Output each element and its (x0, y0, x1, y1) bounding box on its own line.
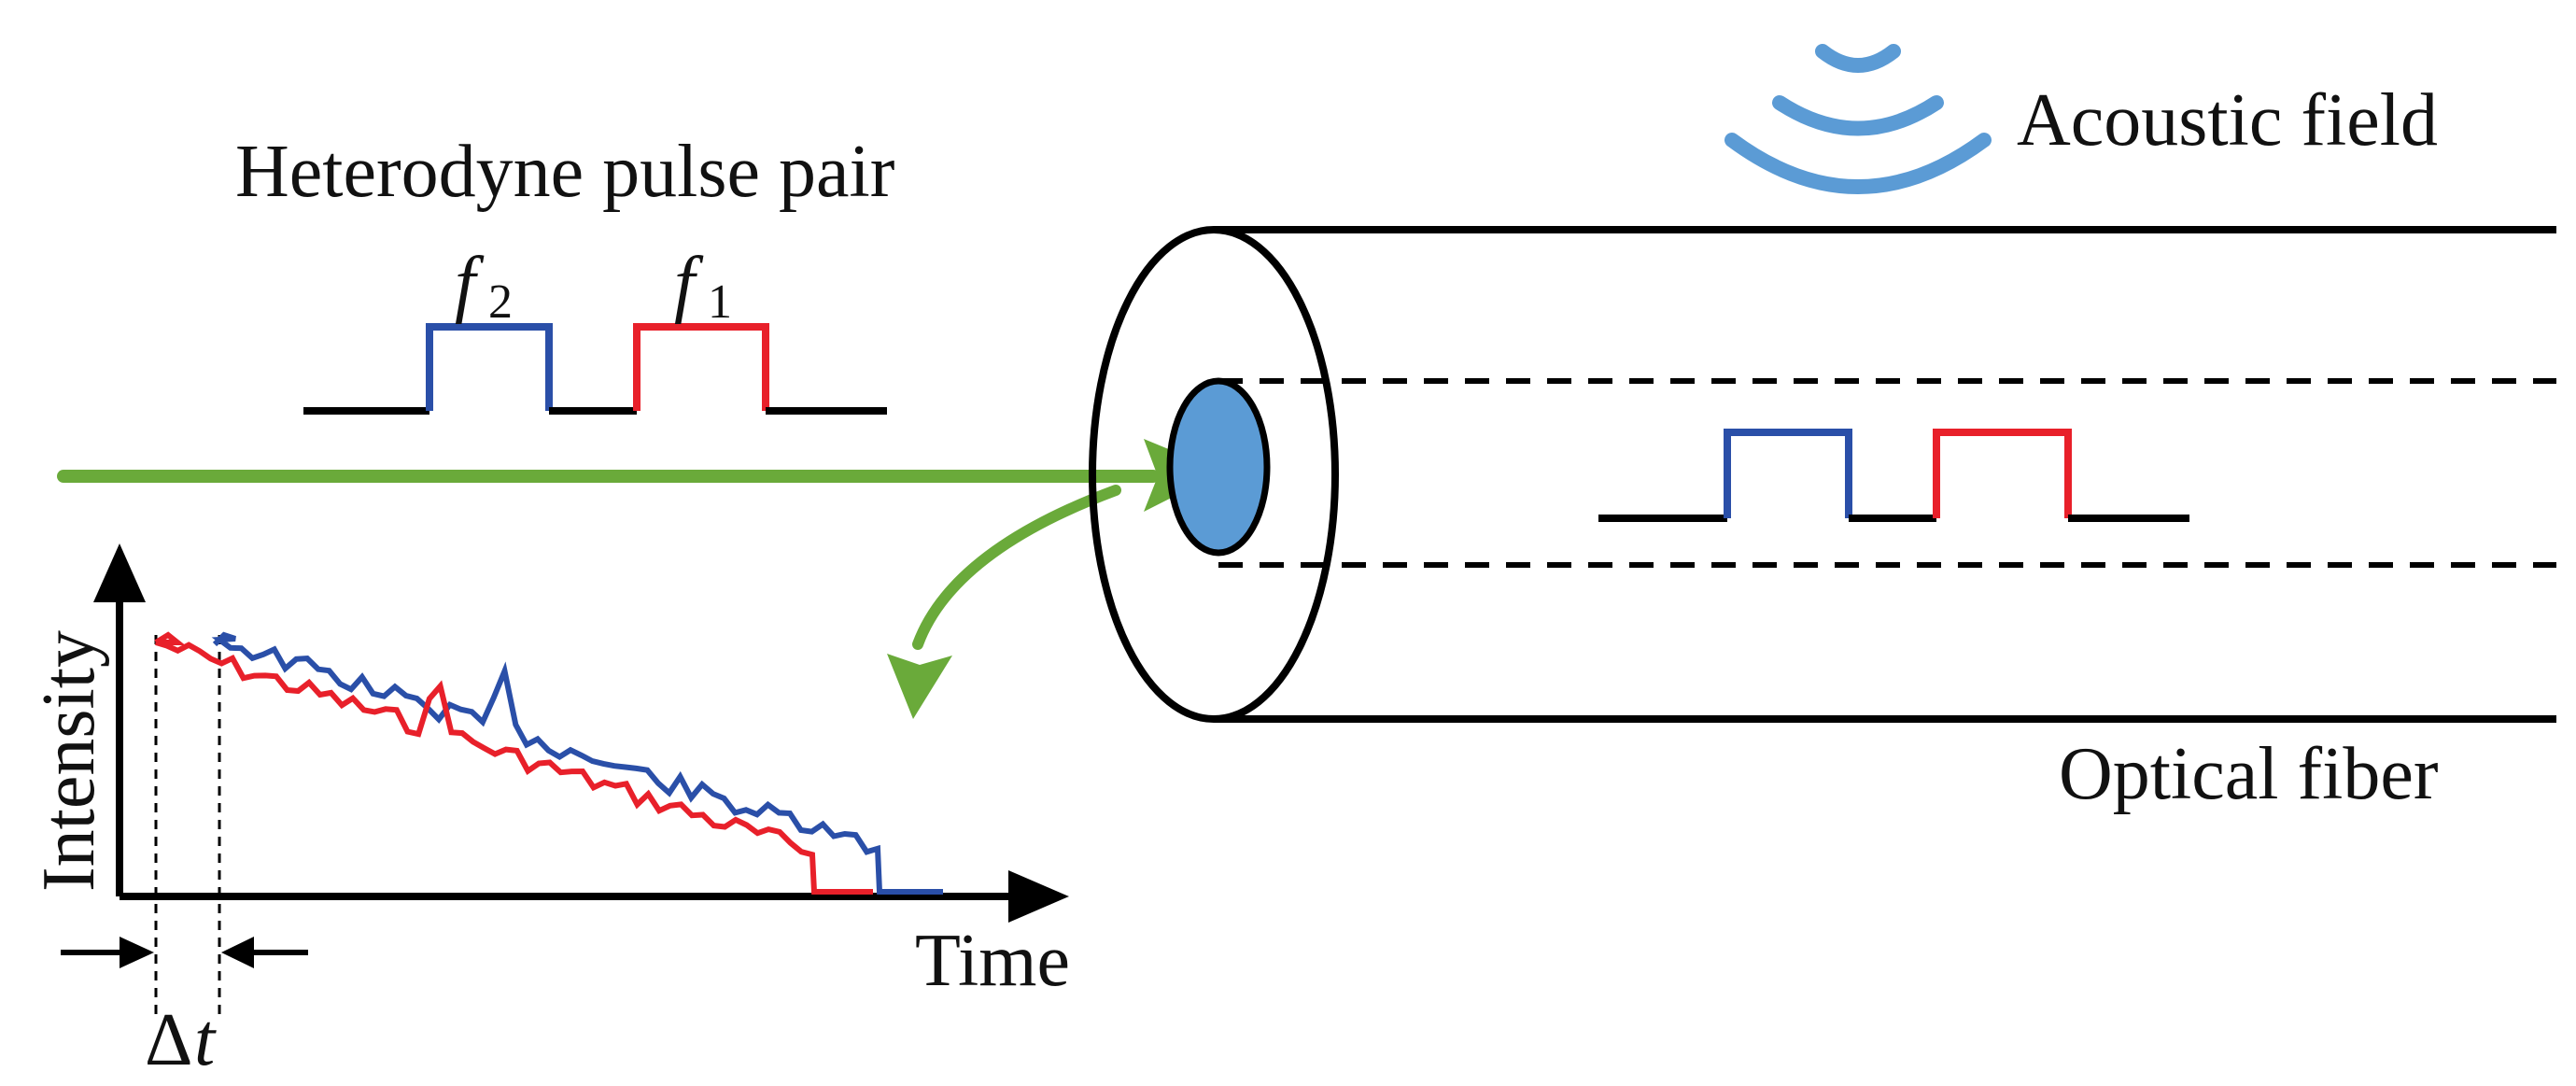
delta-arrow-left-head (120, 937, 154, 968)
f1-pulse-fiber (1933, 429, 2072, 518)
f2-backscatter-trace (211, 631, 943, 895)
delta-arrow-right-head (221, 937, 254, 968)
optical-fiber (1089, 226, 2556, 723)
backscatter-arrowhead (887, 654, 952, 719)
f2-pulse-top (426, 323, 553, 411)
acoustic-wave-icon (1724, 44, 1992, 194)
f2-label: f 2 (455, 243, 513, 329)
pulse-pair-in-fiber (1598, 429, 2189, 522)
pulse-pair-title: Heterodyne pulse pair (235, 131, 894, 213)
fiber-core-end (1166, 377, 1271, 557)
backscatter-arrow-line (912, 485, 1121, 650)
x-axis-arrowhead (1008, 870, 1069, 923)
pulse-pair-top (303, 323, 887, 415)
x-axis-label: Time (915, 920, 1070, 1002)
svg-text:Δ: Δ (145, 999, 192, 1081)
intensity-plot: Intensity Time Δ t (28, 543, 1070, 1081)
svg-text:2: 2 (488, 275, 513, 329)
optical-fiber-label: Optical fiber (2059, 733, 2438, 815)
f2-pulse-fiber (1724, 429, 1852, 518)
f1-label: f 1 (674, 243, 732, 329)
y-axis-label: Intensity (28, 630, 110, 892)
svg-text:f: f (455, 243, 485, 325)
delta-t-label: Δ t (145, 999, 217, 1081)
f1-backscatter-trace (154, 631, 873, 895)
acoustic-field-label: Acoustic field (2017, 79, 2438, 162)
f1-pulse-top (633, 323, 769, 411)
svg-text:t: t (194, 999, 217, 1081)
svg-text:1: 1 (708, 275, 732, 329)
y-axis-arrowhead (93, 543, 146, 602)
svg-text:f: f (674, 243, 704, 325)
